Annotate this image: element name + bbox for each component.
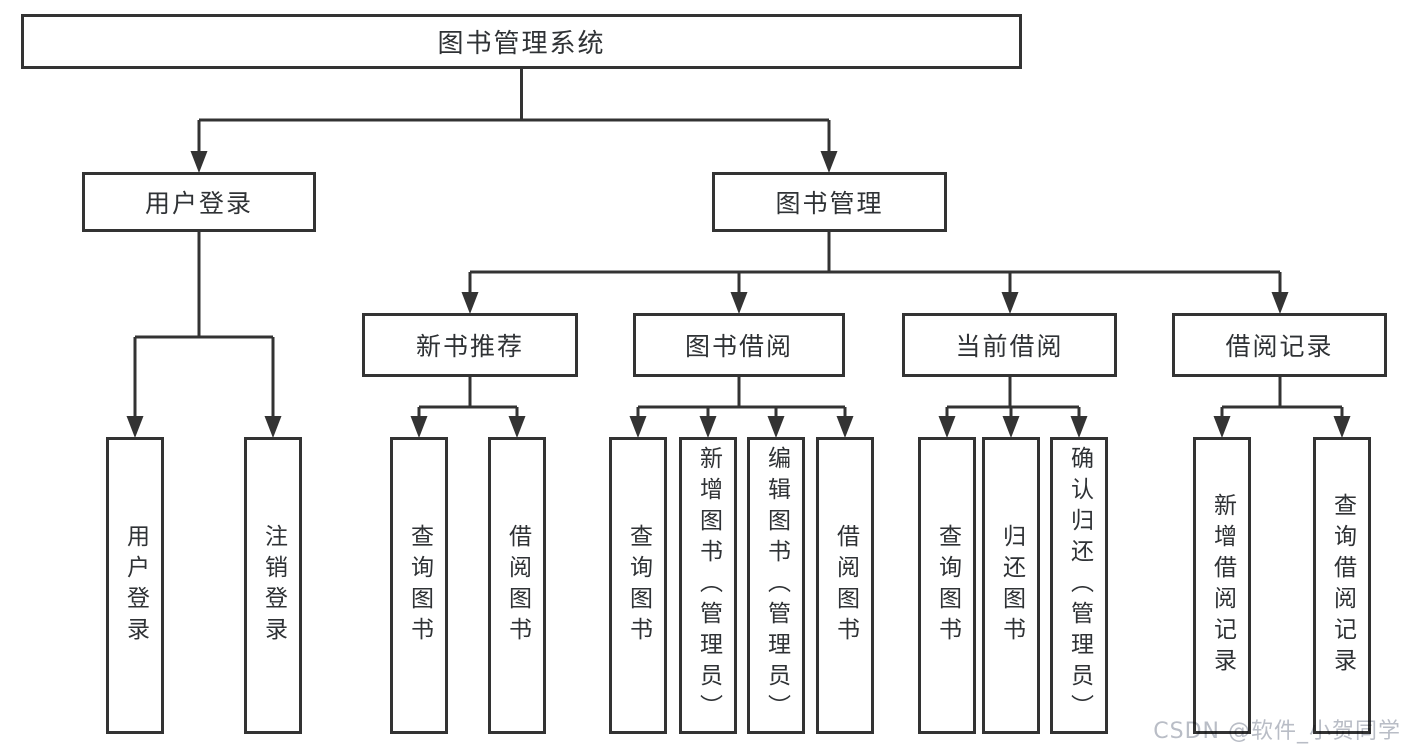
node-current-borrow: 当前借阅 bbox=[902, 313, 1117, 377]
node-label: 新书推荐 bbox=[415, 332, 524, 361]
node-label: 查询借阅记录 bbox=[1329, 492, 1356, 679]
node-book-management: 图书管理 bbox=[712, 172, 947, 232]
node-label: 借阅图书 bbox=[504, 523, 531, 648]
node-user-login: 用户登录 bbox=[82, 172, 316, 232]
node-label: 注销登录 bbox=[260, 523, 287, 648]
leaf-edit-books-admin: 编辑图书（管理员） bbox=[747, 437, 805, 734]
leaf-query-books-borrow: 查询图书 bbox=[609, 437, 667, 734]
node-label: 用户登录 bbox=[122, 523, 149, 648]
leaf-user-login: 用户登录 bbox=[106, 437, 164, 734]
node-label: 查询图书 bbox=[934, 523, 961, 648]
node-label: 编辑图书（管理员） bbox=[763, 446, 790, 725]
node-book-borrow: 图书借阅 bbox=[633, 313, 845, 377]
node-label: 确认归还（管理员） bbox=[1066, 446, 1093, 725]
node-label: 借阅图书 bbox=[832, 523, 859, 648]
leaf-borrow-books: 借阅图书 bbox=[816, 437, 874, 734]
arrowheads bbox=[126, 151, 1351, 438]
node-borrow-records: 借阅记录 bbox=[1172, 313, 1387, 377]
node-label: 图书管理系统 bbox=[437, 29, 606, 59]
node-label: 查询图书 bbox=[406, 523, 433, 648]
node-label: 查询图书 bbox=[625, 523, 652, 648]
leaf-logout: 注销登录 bbox=[244, 437, 302, 734]
leaf-add-books-admin: 新增图书（管理员） bbox=[679, 437, 737, 734]
node-label: 当前借阅 bbox=[955, 332, 1064, 361]
node-label: 新增借阅记录 bbox=[1209, 492, 1236, 679]
node-label: 用户登录 bbox=[144, 189, 253, 218]
leaf-confirm-return-admin: 确认归还（管理员） bbox=[1050, 437, 1108, 734]
node-label: 图书管理 bbox=[775, 189, 884, 218]
leaf-query-borrow-record: 查询借阅记录 bbox=[1313, 437, 1371, 734]
leaf-query-books-current: 查询图书 bbox=[918, 437, 976, 734]
leaf-query-books-recommend: 查询图书 bbox=[390, 437, 448, 734]
node-label: 新增图书（管理员） bbox=[695, 446, 722, 725]
node-label: 借阅记录 bbox=[1225, 332, 1334, 361]
leaf-add-borrow-record: 新增借阅记录 bbox=[1193, 437, 1251, 734]
leaf-borrow-books-recommend: 借阅图书 bbox=[488, 437, 546, 734]
node-root-library-management-system: 图书管理系统 bbox=[21, 14, 1022, 69]
node-label: 归还图书 bbox=[998, 523, 1025, 648]
node-label: 图书借阅 bbox=[684, 332, 793, 361]
node-new-book-recommend: 新书推荐 bbox=[362, 313, 578, 377]
leaf-return-books: 归还图书 bbox=[982, 437, 1040, 734]
watermark: CSDN @软件_小贺同学 bbox=[1153, 719, 1401, 744]
